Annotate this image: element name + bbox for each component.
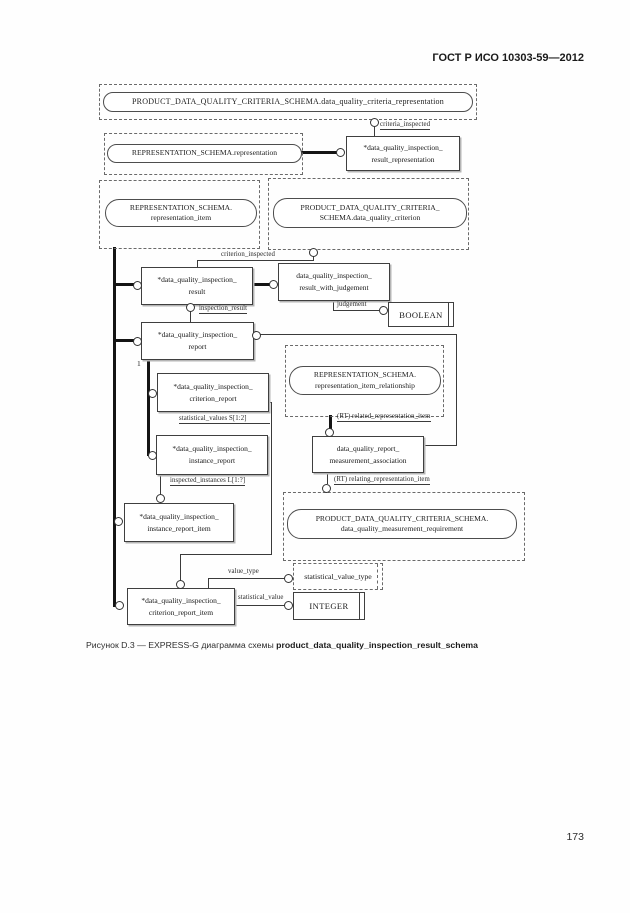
circle-branch-result [133, 281, 142, 290]
type-integer-label: INTEGER [309, 601, 349, 611]
type-statistical-value-type-bar [377, 564, 378, 589]
figure-caption: Рисунок D.3 — EXPRESS-G диаграмма схемы … [86, 640, 478, 650]
schema-ref-representation-item: REPRESENTATION_SCHEMA. representation_it… [105, 199, 257, 227]
circle-branch-instance-report-item [114, 517, 123, 526]
entity-report: *data_quality_inspection_ report [141, 322, 254, 360]
schema-ref-data-quality-criterion: PRODUCT_DATA_QUALITY_CRITERIA_ SCHEMA.da… [273, 198, 467, 228]
label-value-type: value_type [228, 568, 259, 575]
circle-statistical-values [176, 580, 185, 589]
connector-report-association-bottom [422, 445, 457, 446]
frame-representation-item [99, 180, 260, 249]
schema-ref-representation-item-relationship: REPRESENTATION_SCHEMA. representation_it… [289, 366, 441, 395]
type-integer: INTEGER [293, 592, 365, 620]
entity-measurement-association: data_quality_report_ measurement_associa… [312, 436, 424, 473]
connector-result-subtype-line [251, 283, 270, 286]
type-statistical-value-type-label: statistical_value_type [304, 572, 372, 581]
figure-caption-text: Рисунок D.3 — EXPRESS-G диаграмма схемы [86, 640, 277, 650]
label-criteria-inspected: criteria_inspected [380, 121, 431, 130]
connector-branch-report [116, 339, 134, 342]
connector-judgement-drop [333, 299, 334, 311]
circle-relating-representation-item [322, 484, 331, 493]
connector-representation-subtype-line [299, 151, 337, 154]
page-number: 173 [566, 831, 584, 843]
entity-instance-report-item: *data_quality_inspection_ instance_repor… [124, 503, 234, 542]
connector-related-representation-line [329, 415, 332, 429]
schema-ref-representation: REPRESENTATION_SCHEMA.representation [107, 144, 302, 163]
circle-branch-instance-report [148, 451, 157, 460]
entity-criterion-report: *data_quality_inspection_ criterion_repo… [157, 373, 269, 412]
connector-statistical-value-line [233, 605, 285, 606]
label-inspected-instances: inspected_instances L[1:?] [170, 477, 246, 486]
connector-value-type-line [208, 578, 285, 579]
label-inspection-result: inspection_result [199, 305, 248, 314]
connector-representation-item-trunk [113, 247, 116, 607]
type-boolean-bar [448, 303, 449, 326]
label-statistical-value: statistical_value [238, 594, 284, 601]
entity-criterion-report-item: *data_quality_inspection_ criterion_repo… [127, 588, 235, 625]
connector-inspection-result-line [190, 311, 191, 322]
connector-criteria-inspected-line [374, 127, 375, 137]
circle-criterion-inspected [309, 248, 318, 257]
connector-report-association-top [260, 334, 457, 335]
connector-inspected-instances-line [160, 473, 161, 494]
type-boolean-label: BOOLEAN [399, 309, 443, 320]
frame-measurement-requirement [283, 492, 525, 561]
circle-report-association [252, 331, 261, 340]
circle-branch-criterion-report [148, 389, 157, 398]
circle-judgement [379, 306, 388, 315]
connector-relating-representation-line [327, 471, 328, 484]
entity-instance-report: *data_quality_inspection_ instance_repor… [156, 435, 268, 475]
connector-judgement-line [333, 310, 379, 311]
label-judgement: judgement [337, 301, 367, 308]
circle-value-type [284, 574, 293, 583]
circle-inspected-instances [156, 494, 165, 503]
connector-statistical-values-a [267, 402, 272, 403]
circle-branch-report [133, 337, 142, 346]
figure-caption-schema-name: product_data_quality_inspection_result_s… [276, 640, 478, 650]
type-integer-bar [359, 593, 360, 619]
label-related-representation-item: (RT) related_representation_item [337, 413, 431, 422]
connector-criterion-inspected-drop [313, 256, 314, 261]
page-header: ГОСТ Р ИСО 10303-59—2012 [432, 52, 584, 64]
circle-criteria-inspected [370, 118, 379, 127]
connector-report-association-side [456, 335, 457, 446]
connector-criterion-inspected-line [197, 260, 313, 261]
circle-representation-subtype [336, 148, 345, 157]
connector-statistical-values-d [180, 555, 181, 581]
circle-result-subtype [269, 280, 278, 289]
label-relating-representation-item: (RT) relating_representation_item [334, 476, 430, 485]
circle-branch-criterion-report-item [115, 601, 124, 610]
connector-statistical-values-c [180, 554, 272, 555]
circle-statistical-value [284, 601, 293, 610]
label-criterion-inspected: criterion_inspected [221, 251, 275, 258]
connector-report-subtype-trunk [147, 358, 150, 456]
frame-data-quality-criterion [268, 178, 469, 250]
frame-representation [104, 133, 303, 175]
circle-related-representation-item [325, 428, 334, 437]
connector-criterion-inspected-drop2 [197, 261, 198, 267]
label-cardinality-one: 1 [137, 359, 141, 368]
connector-value-type-drop [208, 579, 209, 588]
entity-result-with-judgement: data_quality_inspection_ result_with_jud… [278, 263, 390, 301]
circle-inspection-result [186, 303, 195, 312]
schema-ref-measurement-requirement: PRODUCT_DATA_QUALITY_CRITERIA_SCHEMA. da… [287, 509, 517, 539]
type-statistical-value-type: statistical_value_type [293, 563, 383, 590]
frame-criteria-representation [99, 84, 477, 120]
schema-ref-criteria-representation: PRODUCT_DATA_QUALITY_CRITERIA_SCHEMA.dat… [103, 92, 473, 112]
connector-statistical-values-b [271, 403, 272, 555]
entity-result-representation: *data_quality_inspection_ result_represe… [346, 136, 460, 171]
frame-representation-item-relationship [285, 345, 444, 417]
label-statistical-values: statistical_values S[1:2] [179, 415, 270, 424]
connector-branch-result [116, 283, 134, 286]
entity-result: *data_quality_inspection_ result [141, 267, 253, 305]
type-boolean: BOOLEAN [388, 302, 454, 327]
